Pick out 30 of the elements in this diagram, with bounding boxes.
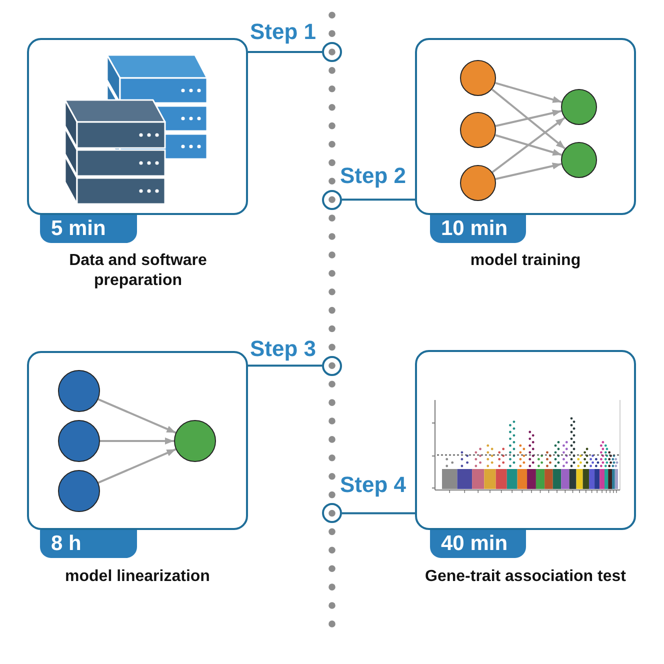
input-node-circle <box>58 420 100 462</box>
connector-line <box>342 198 415 201</box>
duration-tab: 5 min <box>40 215 137 243</box>
output-node-circle <box>561 142 597 178</box>
step-caption: Gene-trait association test <box>424 567 627 587</box>
connector-line <box>342 512 415 514</box>
arrow <box>495 110 562 127</box>
step-caption: model linearization <box>64 567 211 587</box>
duration-tab: 10 min <box>430 215 526 243</box>
input-node-circle <box>58 370 100 412</box>
arrow <box>492 117 566 173</box>
arrow <box>495 162 562 180</box>
arrow <box>491 88 566 150</box>
step-caption: model training <box>469 251 582 271</box>
step-caption: Data and software preparation <box>68 251 208 291</box>
output-node-circle <box>561 89 597 125</box>
arrow <box>494 134 562 156</box>
arrow <box>495 82 562 103</box>
input-node-circle <box>460 60 496 96</box>
arrow <box>98 448 176 484</box>
input-node-circle <box>58 470 100 512</box>
connector-line <box>248 51 322 53</box>
arrow <box>98 398 176 434</box>
duration-tab: 40 min <box>430 530 526 558</box>
connector-line <box>248 364 322 367</box>
arrow <box>100 438 174 444</box>
input-node-circle <box>460 112 496 148</box>
duration-tab: 8 h <box>40 530 137 558</box>
input-node-circle <box>460 165 496 201</box>
output-node-circle <box>174 420 216 462</box>
